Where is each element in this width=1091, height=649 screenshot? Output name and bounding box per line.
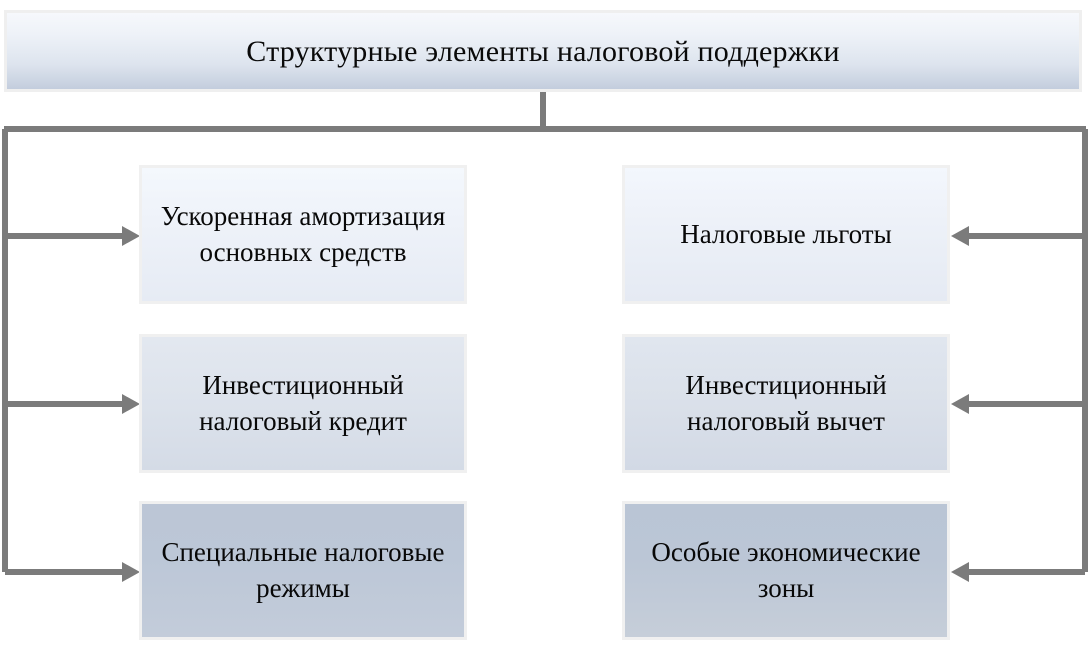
diagram-title-text: Структурные элементы налоговой поддержки: [246, 34, 840, 68]
node-right-1[interactable]: Налоговые льготы: [622, 165, 950, 304]
node-left-1-label: Ускоренная амортизация основных средств: [160, 200, 446, 267]
node-right-3[interactable]: Особые экономические зоны: [622, 501, 950, 640]
node-left-2-label: Инвестиционный налоговый кредит: [199, 369, 407, 436]
node-right-1-label: Налоговые льготы: [680, 218, 892, 249]
node-left-3[interactable]: Специальные налоговые режимы: [139, 501, 467, 640]
node-left-1[interactable]: Ускоренная амортизация основных средств: [139, 165, 467, 304]
arrowhead-right-1-icon: [951, 226, 969, 246]
node-left-3-label: Специальные налоговые режимы: [161, 536, 445, 603]
node-right-3-label: Особые экономические зоны: [651, 536, 921, 603]
arrowhead-left-3-icon: [122, 562, 140, 582]
node-right-2[interactable]: Инвестиционный налоговый вычет: [622, 334, 950, 473]
arrowhead-left-2-icon: [122, 394, 140, 414]
arrowhead-left-1-icon: [122, 226, 140, 246]
arrowhead-right-2-icon: [951, 394, 969, 414]
arrowhead-right-3-icon: [951, 562, 969, 582]
diagram-title-box: Структурные элементы налоговой поддержки: [4, 10, 1082, 92]
node-right-2-label: Инвестиционный налоговый вычет: [685, 369, 887, 436]
node-left-2[interactable]: Инвестиционный налоговый кредит: [139, 334, 467, 473]
